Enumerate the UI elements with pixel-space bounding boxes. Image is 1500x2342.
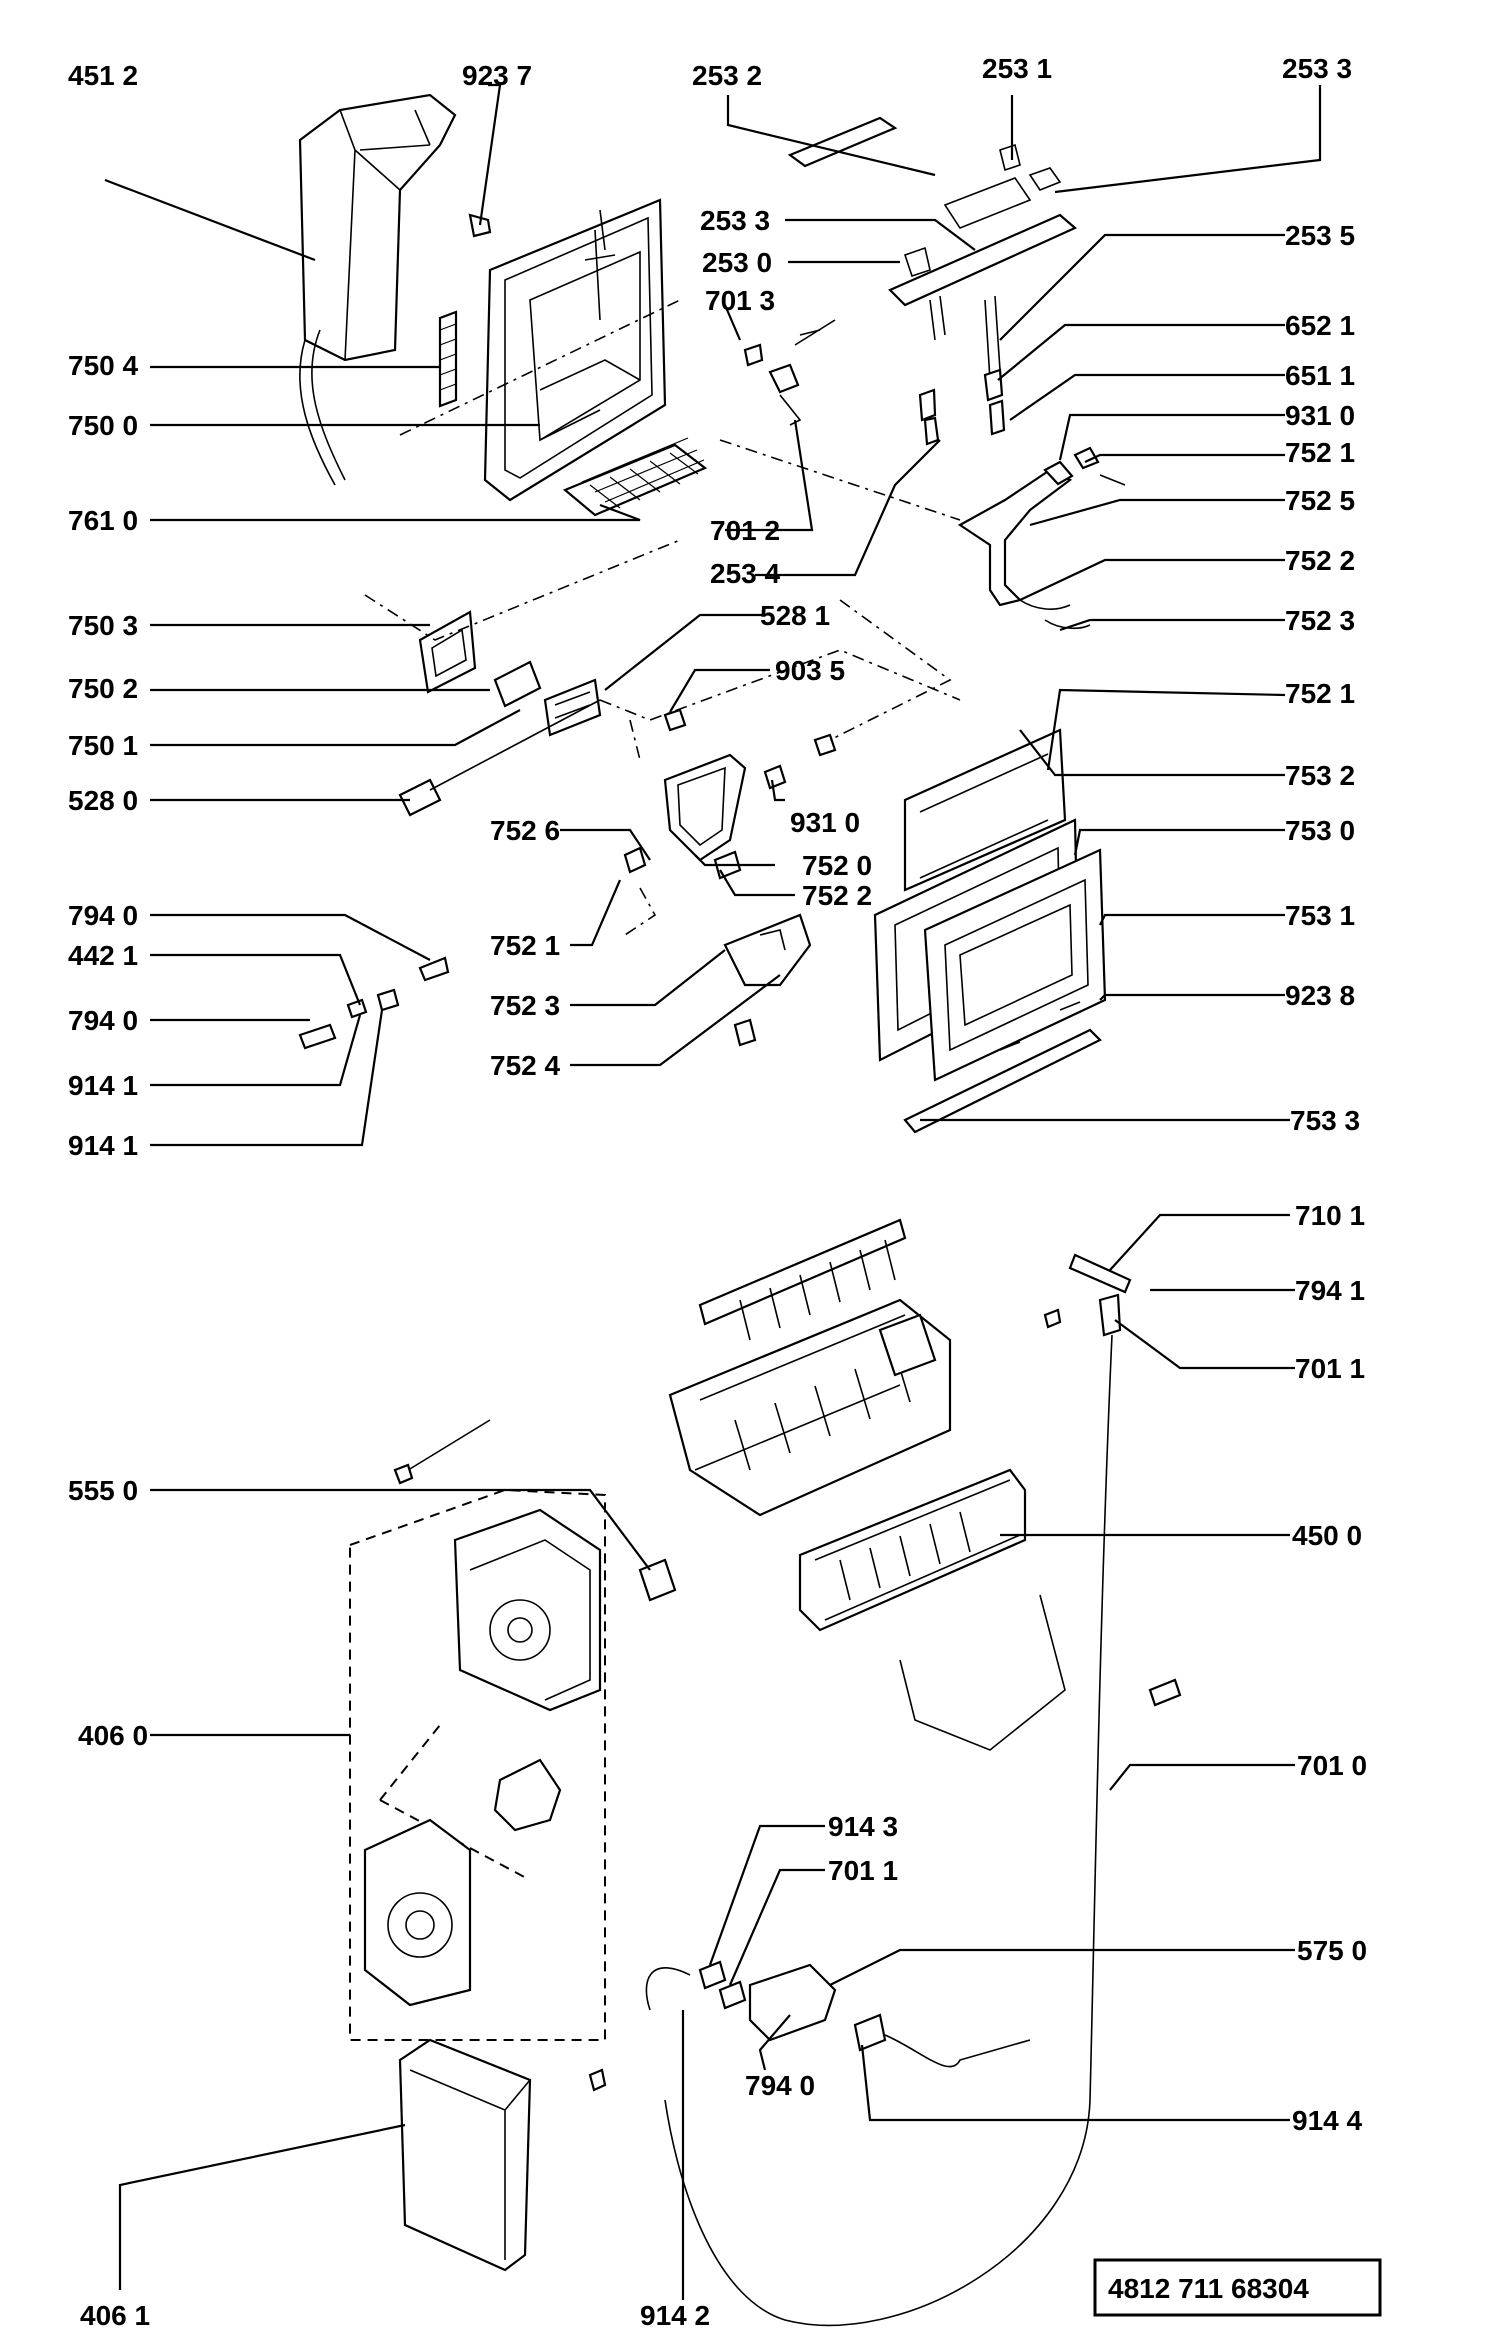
- callout-9142: 914 2: [640, 2300, 710, 2331]
- callout-7530: 753 0: [1285, 815, 1355, 846]
- part-chute-door-7520: [623, 753, 747, 880]
- callout-7524: 752 4: [490, 1050, 560, 1081]
- callout-2530: 253 0: [702, 247, 772, 278]
- callout-7504: 750 4: [68, 350, 138, 381]
- callout-4500: 450 0: [1292, 1520, 1362, 1551]
- callout-7521-mid: 752 1: [1285, 678, 1355, 709]
- part-wire-bail: [899, 1594, 1066, 1751]
- callout-labels: 451 2 923 7 253 2 253 1 253 3 253 3 253 …: [68, 53, 1367, 2331]
- part-ice-bucket: [298, 93, 457, 486]
- callout-9238: 923 8: [1285, 980, 1355, 1011]
- callout-9141-b: 914 1: [68, 1130, 138, 1161]
- part-cover-4061: [398, 2038, 532, 2272]
- callout-2535: 253 5: [1285, 220, 1355, 251]
- callout-7610: 761 0: [68, 505, 138, 536]
- assembly-lines-top: [364, 299, 961, 936]
- callout-7521-low: 752 1: [490, 930, 560, 961]
- callout-7011: 701 1: [828, 1855, 898, 1886]
- callout-7531: 753 1: [1285, 900, 1355, 931]
- callout-5550: 555 0: [68, 1475, 138, 1506]
- part-screw-set: [298, 956, 450, 1050]
- part-drip-grille: [562, 437, 708, 517]
- part-plate-7501: [543, 678, 602, 737]
- callout-7523: 752 3: [490, 990, 560, 1021]
- callout-2533: 253 3: [700, 205, 770, 236]
- part-lever-arm-7525: [957, 446, 1126, 607]
- part-spring-7522: [1019, 599, 1091, 630]
- callout-7941: 794 1: [1295, 1275, 1365, 1306]
- callout-9237: 923 7: [462, 60, 532, 91]
- callout-5281: 528 1: [760, 600, 830, 631]
- callout-7533: 753 3: [1290, 1105, 1360, 1136]
- callout-5750: 575 0: [1297, 1935, 1367, 1966]
- part-long-screw: [393, 1419, 491, 1485]
- callout-7502: 750 2: [68, 673, 138, 704]
- reference-box: 4812 711 68304: [1093, 2258, 1382, 2317]
- callout-2532: 253 2: [692, 60, 762, 91]
- callout-7012: 701 2: [710, 515, 780, 546]
- part-tube-assembly: [664, 1253, 1132, 2327]
- part-water-valve: [645, 1960, 1031, 2068]
- part-small-bottom: [588, 1678, 1182, 2092]
- callout-7010: 701 0: [1297, 1750, 1367, 1781]
- part-mount-plate: [363, 1818, 472, 2007]
- callout-6511: 651 1: [1285, 360, 1355, 391]
- callout-7503: 750 3: [68, 610, 138, 641]
- callout-7520: 752 0: [802, 850, 872, 881]
- part-tray-4500: [798, 1468, 1027, 1632]
- callout-7011-top: 701 1: [1295, 1353, 1365, 1384]
- callout-4512: 451 2: [68, 60, 138, 91]
- callout-9035: 903 5: [775, 655, 845, 686]
- callout-5280: 528 0: [68, 785, 138, 816]
- callout-4060: 406 0: [78, 1720, 148, 1751]
- callout-9143: 914 3: [828, 1811, 898, 1842]
- callout-9310: 931 0: [790, 807, 860, 838]
- callout-9141-a: 914 1: [68, 1070, 138, 1101]
- part-ice-mold-tray: [668, 1298, 952, 1517]
- callout-2533-top: 253 3: [1282, 53, 1352, 84]
- part-funnel-7524: [723, 913, 812, 1047]
- callout-7940-left2: 794 0: [68, 1005, 138, 1036]
- callout-4061: 406 1: [80, 2300, 150, 2331]
- callout-7521-top: 752 1: [1285, 437, 1355, 468]
- callout-7522-top: 752 2: [1285, 545, 1355, 576]
- part-strip-7504: [438, 310, 458, 408]
- callout-2531: 253 1: [982, 53, 1052, 84]
- callout-7523-top: 752 3: [1285, 605, 1355, 636]
- part-motor: [493, 1758, 562, 1832]
- callout-6521: 652 1: [1285, 310, 1355, 341]
- part-bracket-2530: [888, 143, 1078, 381]
- part-ejector-rake: [698, 1218, 907, 1341]
- part-plate-7502: [493, 660, 542, 708]
- callout-7525: 752 5: [1285, 485, 1355, 516]
- reference-number: 4812 711 68304: [1108, 2273, 1309, 2304]
- callout-7526: 752 6: [490, 815, 560, 846]
- callout-7940-left: 794 0: [68, 900, 138, 931]
- callout-9144: 914 4: [1292, 2105, 1362, 2136]
- callout-4421: 442 1: [68, 940, 138, 971]
- part-plate-7503: [418, 610, 477, 694]
- callout-7501: 750 1: [68, 730, 138, 761]
- part-connectors-701: [743, 319, 836, 426]
- part-control-housing: [453, 1508, 602, 1712]
- part-bar-7533: [903, 1001, 1102, 1134]
- callout-7532: 753 2: [1285, 760, 1355, 791]
- part-rod-5280: [398, 699, 601, 817]
- callout-9310-top: 931 0: [1285, 400, 1355, 431]
- part-bar-2532: [787, 116, 898, 168]
- callout-7101: 710 1: [1295, 1200, 1365, 1231]
- part-clip-9310: [763, 733, 837, 790]
- part-screw-9035: [663, 708, 687, 732]
- callout-7013: 701 3: [705, 285, 775, 316]
- callout-7522: 752 2: [802, 880, 872, 911]
- callout-2534: 253 4: [710, 558, 780, 589]
- part-small-components: [918, 368, 1006, 446]
- callout-7940-bottom: 794 0: [745, 2070, 815, 2101]
- part-thermostat-5550: [638, 1558, 677, 1602]
- callout-7500: 750 0: [68, 410, 138, 441]
- leader-lines: [104, 83, 1322, 2300]
- part-gasket-7531: [923, 848, 1107, 1082]
- part-panel-7532: [903, 728, 1067, 892]
